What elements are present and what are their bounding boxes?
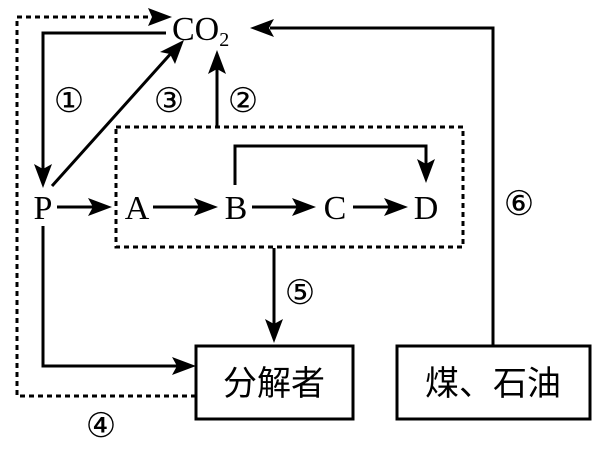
co2-label: CO2 [172,11,229,51]
edge-b-to-c [252,198,316,216]
arrowhead-co2-left [250,19,274,37]
node-d: D [414,190,439,227]
line-6 [270,26,495,346]
node-c: C [324,190,347,227]
line-3 [50,48,176,188]
edge-decomposers-to-co2 [15,8,196,398]
node-p: P [34,190,53,227]
edge-b-to-d [233,144,435,185]
node-b: B [225,190,248,227]
edge-a-to-b [153,198,218,216]
edge-c-to-d [353,198,408,216]
edge-p-to-co2 [50,40,184,188]
arrowhead-decomposers-down [265,319,283,343]
dotted-line-4 [15,15,196,398]
process-label-2: ② [228,81,258,121]
fossil-fuels-label: 煤、石油 [425,364,561,404]
arrowhead-co2-diag [160,40,184,64]
edge-p-to-a [57,198,112,216]
fossil-fuels-node: 煤、石油 [395,344,592,421]
edge-group-to-decomposers [265,248,283,343]
edge-fossil-to-co2 [250,19,495,346]
process-label-6: ⑥ [504,184,534,224]
decomposers-node: 分解者 [194,344,355,421]
process-label-3: ③ [154,81,184,121]
arrowhead-co2-dotted [148,8,172,26]
decomposers-box [194,344,355,421]
edge-group-to-co2 [208,50,226,126]
line-b-d [233,144,428,185]
decomposers-label: 分解者 [223,364,325,404]
arrowhead-a [88,198,112,216]
arrowhead-b [194,198,218,216]
co2-subscript: 2 [219,29,229,51]
fossil-fuels-box [395,344,592,421]
process-label-1: ① [54,81,84,121]
line-p-decomposers [41,226,178,368]
process-label-5: ⑤ [285,273,315,313]
consumer-group-box [114,125,465,249]
edge-co2-to-p [34,31,166,188]
arrowhead-decomposers-left [172,357,196,375]
arrowhead-d [384,198,408,216]
arrowhead-d-top [417,159,435,183]
arrowhead-p [34,164,52,188]
arrowhead-co2-up [208,50,226,74]
co2-main: CO [172,11,219,48]
arrowhead-c [292,198,316,216]
process-label-4: ④ [86,406,116,446]
line-1 [41,31,166,170]
node-a: A [125,190,150,227]
edge-p-to-decomposers [41,226,196,375]
